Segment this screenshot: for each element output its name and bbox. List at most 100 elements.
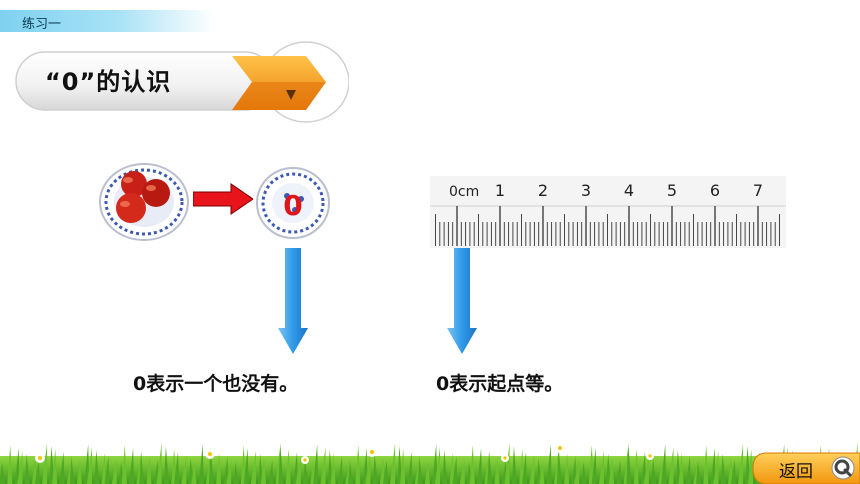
grass-blade (598, 451, 604, 484)
grass-blade (261, 457, 266, 484)
grass-blade (710, 448, 716, 484)
ruler-label: 0cm (449, 184, 479, 200)
grass-blade (365, 451, 371, 484)
grass-blade (87, 447, 92, 484)
grass-footer-decoration (0, 443, 860, 484)
grass-blade (181, 455, 187, 484)
grass-blade (101, 453, 107, 484)
grass-blade (24, 454, 30, 484)
grass-blade (285, 449, 291, 484)
grass-blade (303, 458, 309, 484)
grass-blade (748, 449, 754, 484)
page-title: “0”的认识 (45, 68, 172, 96)
red-arrow-icon (193, 183, 253, 215)
grass-blade (240, 445, 246, 484)
grass-blade (191, 461, 197, 484)
ruler-label: 4 (624, 181, 634, 200)
grass-blade (609, 457, 614, 484)
back-button[interactable]: 返回 (751, 451, 860, 484)
grass-blade (313, 444, 319, 484)
grass-blade (494, 457, 500, 484)
grass-blade (76, 461, 82, 484)
grass-blade (581, 462, 587, 484)
grass-blade (295, 455, 301, 484)
grass-blade (84, 444, 90, 484)
grass-blade (713, 451, 719, 484)
grass-blade (696, 462, 701, 484)
grass-blade (643, 455, 649, 484)
grass-blade (268, 460, 274, 484)
grass-blade (685, 456, 691, 484)
ruler-label: 3 (581, 181, 591, 200)
grass-blade (571, 456, 577, 484)
grass-blade (417, 458, 423, 484)
grass-blade (59, 452, 65, 484)
grass-blade (156, 443, 162, 484)
grass-blade (139, 454, 145, 484)
grass-blade (7, 445, 13, 484)
grass-blade (14, 448, 20, 484)
grass-blade (208, 450, 214, 484)
ruler-label: 6 (710, 181, 720, 200)
grass-blade (626, 446, 632, 484)
empty-plate-image: 0 (256, 167, 330, 239)
grass-blade (355, 445, 361, 484)
grass-blade (487, 454, 493, 484)
grass-blade (539, 461, 545, 484)
section-tab-label: 练习一 (22, 17, 62, 32)
grass-blade (330, 453, 336, 484)
grass-blade (738, 443, 744, 484)
grass-blade (0, 462, 5, 484)
grass-blade (233, 462, 239, 484)
grass-blade (449, 453, 455, 484)
back-button-label: 返回 (779, 462, 813, 482)
grass-blade (348, 462, 353, 484)
ruler-ticks (435, 206, 780, 246)
grass-blade (574, 459, 580, 484)
grass-blade (17, 451, 23, 484)
section-tab: 练习一 (0, 10, 215, 32)
grass-blade (661, 444, 667, 484)
grass-blade (278, 446, 284, 484)
grass-blade (556, 450, 562, 484)
grass-blade (34, 460, 40, 484)
grass-blade (668, 447, 674, 484)
grass-blade (223, 456, 229, 484)
grass-blade (293, 452, 298, 484)
grass-blade (519, 449, 525, 484)
grass-blade (121, 445, 127, 484)
grass-blade (42, 443, 48, 484)
grass-blade (337, 456, 343, 484)
grass-blade (616, 460, 622, 484)
grass-blade (730, 460, 736, 484)
grass-blade (588, 445, 594, 484)
grass-blade (511, 446, 517, 484)
grass-blade (435, 447, 440, 484)
grass-blade (250, 451, 256, 484)
grass-blade (469, 445, 475, 484)
grass-blade (459, 459, 465, 484)
apples-plate-image (99, 163, 189, 241)
grass-blade (564, 453, 570, 484)
grass-blade (226, 459, 232, 484)
grass-blade (146, 457, 152, 484)
grass-blade (407, 452, 413, 484)
grass-blade (216, 453, 222, 484)
ruler-label: 7 (753, 181, 763, 200)
grass-blade (678, 453, 684, 484)
title-banner (15, 41, 349, 123)
caption-ruler: 0表示起点等。 (436, 373, 564, 395)
grass-blade (390, 443, 396, 484)
grass-blade (129, 448, 135, 484)
grass-blade (32, 457, 37, 484)
caption-plate: 0表示一个也没有。 (133, 373, 299, 395)
grass-blade (720, 454, 726, 484)
grass-blade (400, 449, 406, 484)
grass-blade (94, 450, 100, 484)
grass-blade (320, 447, 326, 484)
search-q-icon (831, 456, 855, 480)
grass-blade (529, 455, 535, 484)
grass-blade (728, 457, 733, 484)
